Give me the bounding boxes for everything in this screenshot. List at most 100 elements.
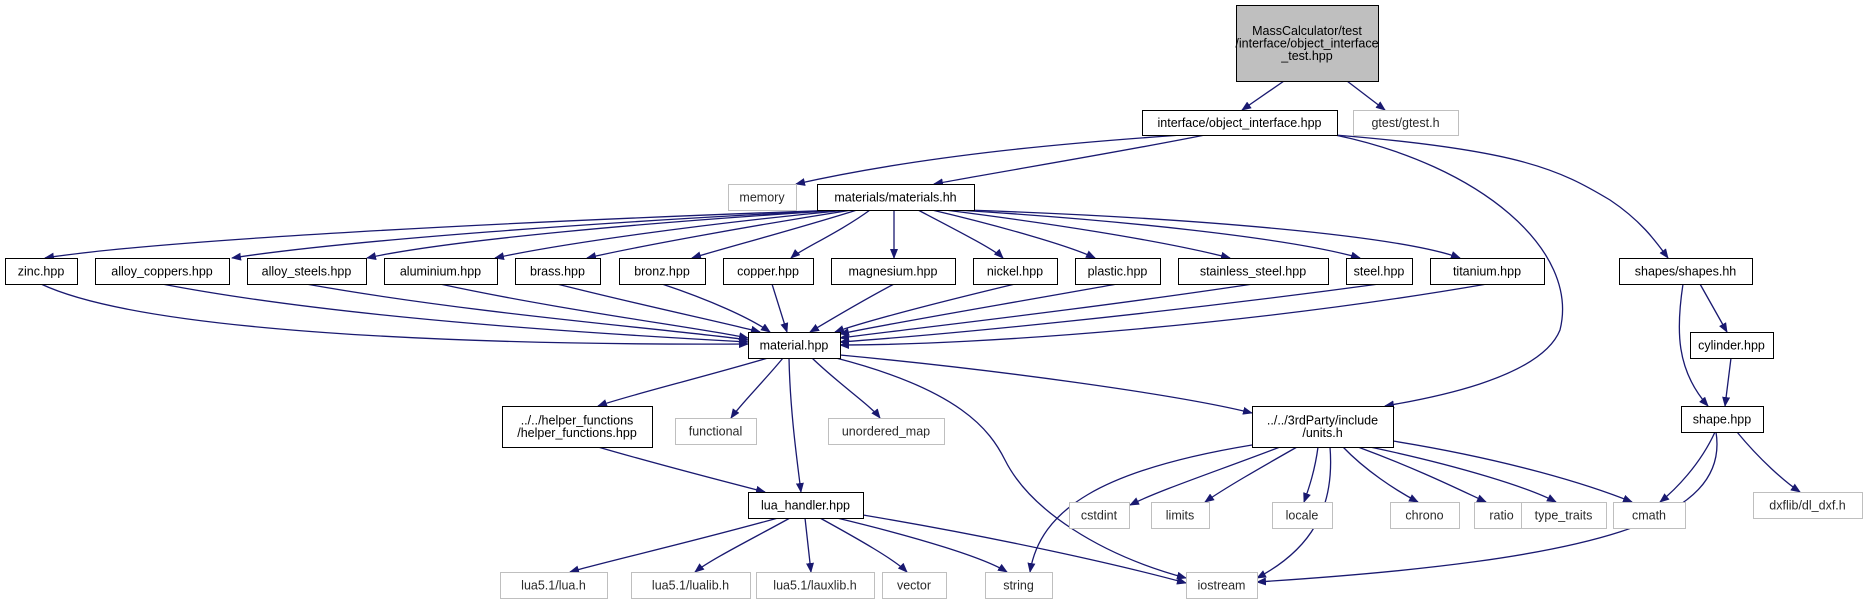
node-label: /units.h — [1302, 426, 1342, 440]
node-box — [384, 258, 498, 285]
edge-materials-to-plastic — [931, 209, 1096, 259]
node-magnesium[interactable]: magnesium.hpp — [831, 258, 956, 285]
node-box — [1346, 258, 1413, 285]
node-bronz[interactable]: bronz.hpp — [619, 258, 706, 285]
node-label: vector — [897, 578, 931, 592]
node-box — [500, 572, 608, 599]
node-box — [828, 418, 945, 445]
node-box — [1151, 502, 1210, 529]
node-copper[interactable]: copper.hpp — [723, 258, 814, 285]
node-alloy-steels[interactable]: alloy_steels.hpp — [247, 258, 367, 285]
node-box — [1272, 502, 1333, 529]
edge-plastic-to-material — [839, 283, 1118, 336]
node-label: alloy_steels.hpp — [262, 264, 352, 278]
edge-materials-to-stainless_steel — [944, 209, 1231, 260]
node-box — [831, 258, 956, 285]
edge-materials-to-aluminium — [494, 209, 849, 261]
node-vector: vector — [882, 572, 947, 599]
node-box — [619, 258, 706, 285]
node-label: _test.hpp — [1280, 49, 1332, 63]
edge-object_interface-to-units — [1334, 134, 1564, 409]
edge-stainless_steel-to-material — [839, 283, 1254, 341]
node-units[interactable]: ../../3rdParty/include/units.h — [1252, 406, 1394, 448]
node-label: locale — [1286, 508, 1319, 522]
node-lauxlib-h: lua5.1/lauxlib.h — [756, 572, 875, 599]
node-label: stainless_steel.hpp — [1200, 264, 1306, 278]
node-shape[interactable]: shape.hpp — [1681, 406, 1764, 433]
edge-lua_handler-to-vector — [819, 517, 908, 573]
node-label: magnesium.hpp — [849, 264, 938, 278]
edge-shapes-to-shape — [1678, 283, 1709, 407]
edge-zinc-to-material — [40, 283, 749, 349]
node-label: zinc.hpp — [18, 264, 65, 278]
node-box — [1521, 502, 1607, 529]
node-label: titanium.hpp — [1453, 264, 1521, 278]
node-box — [1236, 5, 1379, 82]
node-object-interface[interactable]: interface/object_interface.hpp — [1142, 110, 1338, 136]
node-label: ../../3rdParty/include — [1267, 414, 1378, 428]
node-box — [973, 258, 1058, 285]
node-lua-handler[interactable]: lua_handler.hpp — [748, 492, 864, 519]
node-plastic[interactable]: plastic.hpp — [1075, 258, 1161, 285]
node-label: iostream — [1198, 578, 1246, 592]
node-type-traits: type_traits — [1521, 502, 1607, 529]
node-label: lua5.1/lualib.h — [652, 578, 729, 592]
node-label: steel.hpp — [1354, 264, 1405, 278]
node-functional: functional — [675, 418, 757, 445]
node-zinc[interactable]: zinc.hpp — [5, 258, 78, 285]
node-stainless-steel[interactable]: stainless_steel.hpp — [1178, 258, 1329, 285]
node-iostream: iostream — [1186, 572, 1258, 599]
edge-materials-to-alloy_coppers — [231, 209, 844, 261]
node-steel[interactable]: steel.hpp — [1346, 258, 1413, 285]
edge-materials-to-zinc — [44, 209, 841, 261]
node-label: ratio — [1489, 508, 1513, 522]
node-gtest: gtest/gtest.h — [1353, 110, 1459, 136]
edge-brass-to-material — [556, 283, 761, 334]
node-shapes[interactable]: shapes/shapes.hh — [1619, 258, 1753, 285]
node-label: dxflib/dl_dxf.h — [1769, 498, 1845, 512]
node-box — [247, 258, 367, 285]
node-memory: memory — [728, 184, 797, 211]
node-box — [1690, 332, 1774, 359]
node-helper-functions[interactable]: ../../helper_functions/helper_functions.… — [502, 406, 653, 448]
node-alloy-coppers[interactable]: alloy_coppers.hpp — [95, 258, 230, 285]
node-box — [1619, 258, 1753, 285]
node-box — [985, 572, 1053, 599]
node-box — [1474, 502, 1530, 529]
node-label: lua_handler.hpp — [761, 498, 850, 512]
node-titanium[interactable]: titanium.hpp — [1430, 258, 1545, 285]
node-aluminium[interactable]: aluminium.hpp — [384, 258, 498, 285]
node-root[interactable]: MassCalculator/test/interface/object_int… — [1235, 5, 1379, 82]
edge-materials-to-alloy_steels — [366, 209, 846, 261]
node-nickel[interactable]: nickel.hpp — [973, 258, 1058, 285]
edge-shape-to-dxflib — [1736, 431, 1801, 493]
edge-titanium-to-material — [839, 283, 1488, 349]
node-string: string — [985, 572, 1053, 599]
node-box — [515, 258, 601, 285]
node-label: brass.hpp — [530, 264, 585, 278]
node-material[interactable]: material.hpp — [748, 332, 841, 359]
node-box — [675, 418, 757, 445]
edge-lua_handler-to-lua_h — [569, 517, 779, 574]
node-label: gtest/gtest.h — [1371, 116, 1439, 130]
edge-units-to-ratio — [1357, 446, 1487, 503]
node-brass[interactable]: brass.hpp — [515, 258, 601, 285]
node-box — [1390, 502, 1460, 529]
node-box — [728, 184, 797, 211]
edge-materials-to-titanium — [965, 209, 1461, 259]
node-label: cmath — [1632, 508, 1666, 522]
node-materials[interactable]: materials/materials.hh — [817, 184, 975, 211]
node-label: unordered_map — [842, 424, 930, 438]
edge-units-to-string — [1027, 444, 1253, 573]
node-box — [1186, 572, 1258, 599]
edge-material-to-unordered_map — [811, 357, 881, 419]
node-cylinder[interactable]: cylinder.hpp — [1690, 332, 1774, 359]
edge-lua_handler-to-string — [836, 517, 1008, 573]
edge-copper-to-material — [771, 283, 789, 333]
node-label: nickel.hpp — [987, 264, 1043, 278]
node-label: type_traits — [1535, 508, 1593, 522]
node-cmath: cmath — [1613, 502, 1686, 529]
edge-alloy_steels-to-material — [305, 283, 749, 343]
node-box — [1681, 406, 1764, 433]
node-label: cylinder.hpp — [1698, 338, 1765, 352]
